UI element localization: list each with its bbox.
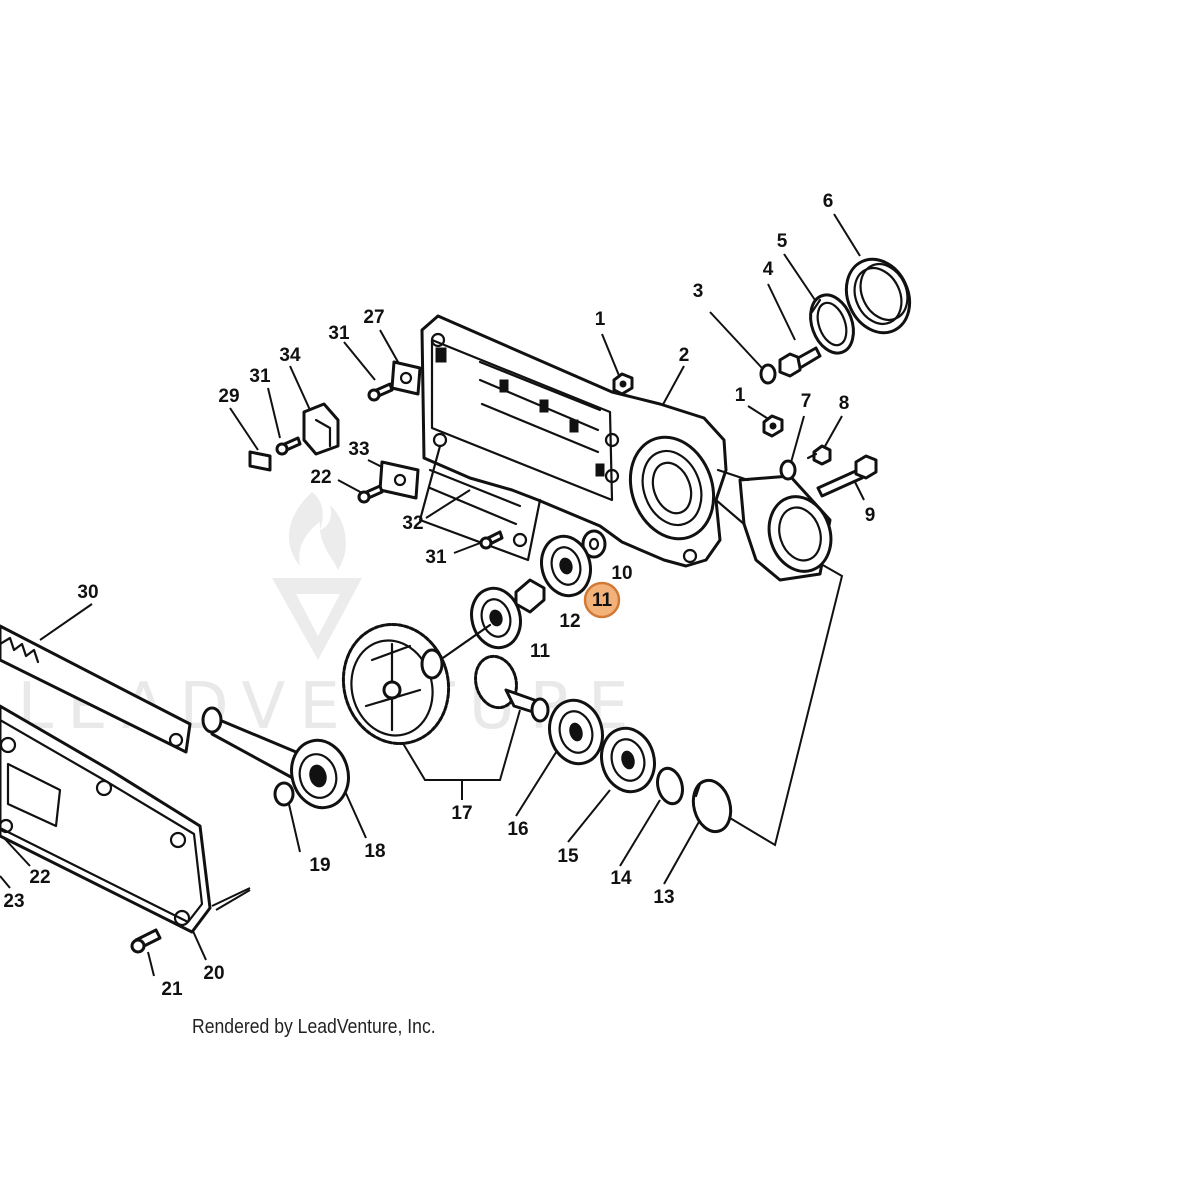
callout-4[interactable]: 4: [763, 259, 774, 280]
pinion-gear: [474, 654, 550, 723]
gear-17: [341, 623, 492, 745]
callout-31-top[interactable]: 31: [328, 323, 350, 344]
highlight-label[interactable]: 11: [592, 590, 613, 611]
callout-34[interactable]: 34: [279, 345, 301, 366]
plate-33: [378, 460, 420, 500]
clip-13: [691, 778, 733, 834]
callout-29[interactable]: 29: [218, 386, 239, 407]
render-credit: Rendered by LeadVenture, Inc.: [192, 1016, 436, 1038]
blade-30: [0, 624, 192, 754]
callout-7[interactable]: 7: [801, 391, 812, 412]
callout-16[interactable]: 16: [507, 819, 528, 840]
pad-29: [248, 450, 272, 472]
callout-27[interactable]: 27: [363, 307, 384, 328]
nut-1-upper: [612, 372, 634, 396]
callout-8[interactable]: 8: [839, 393, 850, 414]
screw-8: [806, 444, 832, 466]
callout-19[interactable]: 19: [309, 855, 330, 876]
callout-30[interactable]: 30: [77, 582, 98, 603]
clip-14: [656, 766, 684, 806]
washer-19: [273, 781, 295, 807]
callout-11[interactable]: 11: [530, 641, 551, 662]
callout-20[interactable]: 20: [203, 963, 224, 984]
callout-14[interactable]: 14: [610, 868, 632, 889]
callout-21[interactable]: 21: [161, 979, 183, 1000]
callout-18[interactable]: 18: [364, 841, 385, 862]
callout-33[interactable]: 33: [348, 439, 369, 460]
screw-31-top: [367, 382, 394, 402]
callout-23[interactable]: 23: [3, 891, 24, 912]
bearing-15: [600, 726, 656, 794]
callout-3[interactable]: 3: [693, 281, 704, 302]
highlight-circle: [583, 581, 621, 619]
snap-ring-5: [809, 293, 855, 355]
callout-1-lower[interactable]: 1: [735, 385, 746, 406]
gear-housing: [418, 314, 728, 568]
seal-6: [844, 257, 912, 335]
callout-13[interactable]: 13: [653, 887, 674, 908]
screw-31-bottom: [479, 530, 504, 550]
screw-22-top: [357, 484, 384, 504]
callout-10[interactable]: 10: [611, 563, 632, 584]
highlighted-callout-11[interactable]: 11: [583, 581, 621, 619]
washer-10: [581, 529, 607, 559]
callout-31-bottom[interactable]: 31: [425, 547, 447, 568]
callout-9[interactable]: 9: [865, 505, 876, 526]
screw-21: [130, 928, 162, 954]
callout-31-mid[interactable]: 31: [249, 366, 271, 387]
callout-12[interactable]: 12: [559, 611, 580, 632]
callout-1-upper[interactable]: 1: [595, 309, 606, 330]
callout-32[interactable]: 32: [402, 513, 423, 534]
bearing-11-upper: [540, 534, 592, 598]
sprocket-18: [201, 706, 350, 810]
watermark-logo: [272, 492, 362, 660]
cover-20: [0, 704, 251, 934]
leader-lines: [0, 213, 865, 977]
spacer-12: [514, 578, 546, 614]
bearing-16: [548, 698, 604, 766]
callout-5[interactable]: 5: [777, 231, 788, 252]
washer-3: [759, 363, 777, 385]
callout-2[interactable]: 2: [679, 345, 690, 366]
callouts: 1 2 3 4 5 6 1 7 8 9 10 12 11 27 31 34 31…: [3, 191, 875, 1000]
callout-17[interactable]: 17: [451, 803, 472, 824]
nut-1-lower: [762, 414, 784, 438]
callout-22-bottom[interactable]: 22: [29, 867, 50, 888]
bolt-9: [816, 454, 878, 498]
bolt-4: [778, 346, 822, 378]
callout-15[interactable]: 15: [557, 846, 579, 867]
screw-31-mid: [275, 436, 302, 456]
plate-27: [390, 360, 422, 396]
bracket-34: [302, 402, 340, 456]
bearing-11-lower: [470, 586, 522, 650]
washer-7: [779, 459, 797, 481]
callout-6[interactable]: 6: [823, 191, 834, 212]
shaft-boss: [714, 468, 833, 582]
callout-22-top[interactable]: 22: [310, 467, 331, 488]
